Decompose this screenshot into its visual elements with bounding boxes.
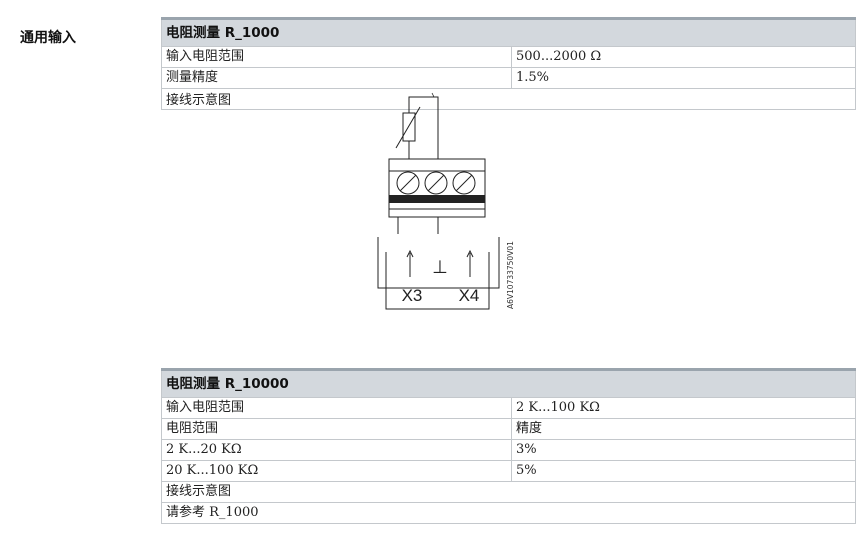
row-label: 测量精度 — [161, 67, 512, 89]
table-row: 电阻范围 精度 — [161, 418, 856, 440]
section-label: 通用输入 — [20, 30, 76, 46]
diagram-label: 接线示意图 — [161, 481, 856, 503]
table-row: 输入电阻范围 2 K...100 KΩ — [161, 397, 856, 419]
row-label: 电阻范围 — [161, 418, 512, 440]
ground-symbol: ⊥ — [432, 257, 448, 278]
row-value: 2 K...100 KΩ — [511, 397, 856, 419]
table-row: 测量精度 1.5% — [161, 67, 856, 89]
table-row: 接线示意图 — [161, 481, 856, 503]
row-label: 20 K...100 KΩ — [161, 460, 512, 482]
row-value: 5% — [511, 460, 856, 482]
table-row: 输入电阻范围 500...2000 Ω — [161, 46, 856, 68]
wiring-diagram: ⊥ X3 X4 A6V10733750V01 — [377, 92, 515, 310]
diagram-label: 接线示意图 — [166, 93, 232, 108]
terminal-x3-label: X3 — [402, 286, 423, 305]
row-label: 输入电阻范围 — [161, 397, 512, 419]
diagram-code: A6V10733750V01 — [506, 241, 515, 309]
diagram-reference: 请参考 R_1000 — [161, 502, 856, 524]
row-value: 1.5% — [511, 67, 856, 89]
row-label: 2 K...20 KΩ — [161, 439, 512, 461]
table-title: 电阻测量 R_1000 — [161, 17, 856, 47]
diagram-cell: 接线示意图 — [161, 88, 856, 310]
table-title: 电阻测量 R_10000 — [161, 368, 856, 398]
resistance-r10000-table: 电阻测量 R_10000 输入电阻范围 2 K...100 KΩ 电阻范围 精度… — [161, 368, 856, 524]
table-row: 2 K...20 KΩ 3% — [161, 439, 856, 461]
row-value: 3% — [511, 439, 856, 461]
row-label: 输入电阻范围 — [161, 46, 512, 68]
row-value: 500...2000 Ω — [511, 46, 856, 68]
row-value: 精度 — [511, 418, 856, 440]
resistance-r1000-table: 电阻测量 R_1000 输入电阻范围 500...2000 Ω 测量精度 1.5… — [161, 17, 856, 310]
table-row: 20 K...100 KΩ 5% — [161, 460, 856, 482]
terminal-x4-label: X4 — [459, 286, 480, 305]
resistor-icon — [402, 112, 416, 142]
table-row: 请参考 R_1000 — [161, 502, 856, 524]
